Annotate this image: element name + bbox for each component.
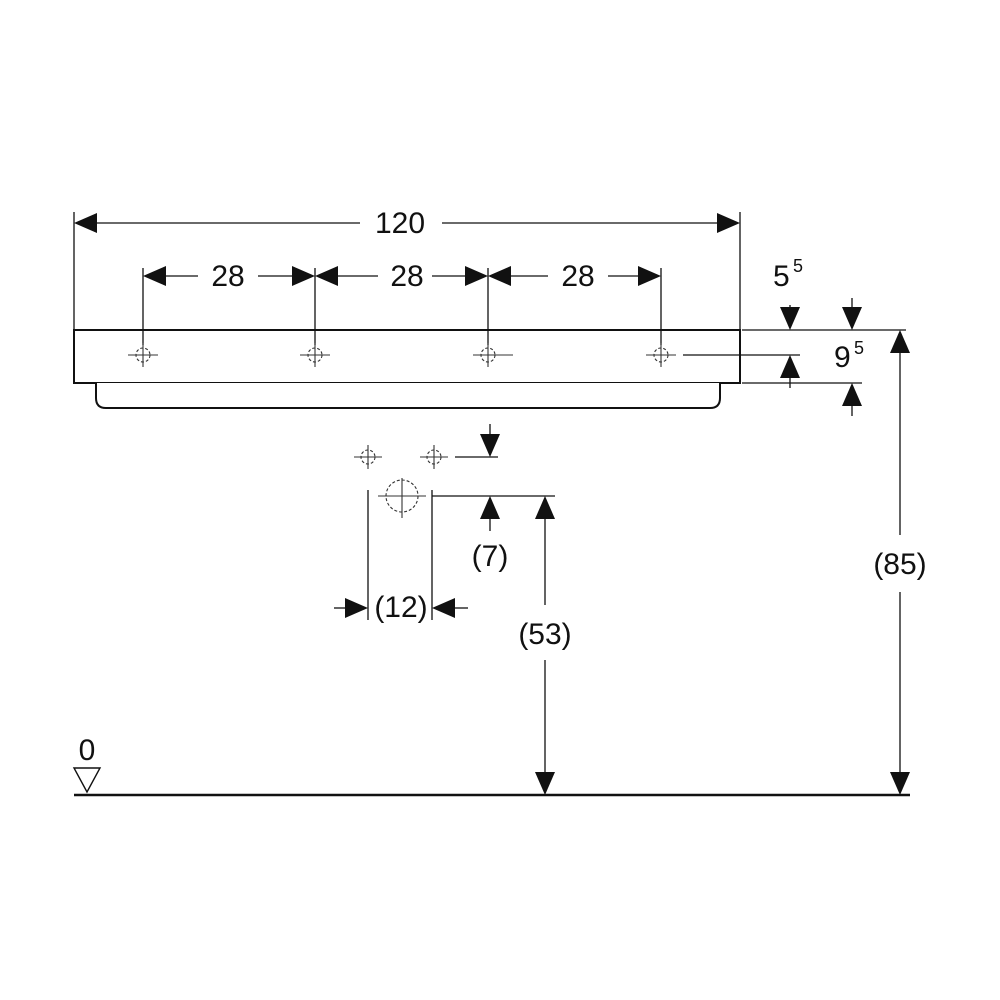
outlet-offset-label: (7) xyxy=(472,540,509,573)
floor-marker-triangle-icon xyxy=(72,767,102,794)
dimension-outlet-spacing: (12) xyxy=(334,591,468,624)
hole-spacing-label: 28 xyxy=(561,260,594,293)
front-height-base: 9 xyxy=(834,341,851,374)
tap-hole-markers xyxy=(128,343,676,367)
hole-spacing-label: 28 xyxy=(211,260,244,293)
tap-hole-marker xyxy=(300,343,330,367)
outlet-spacing-label: (12) xyxy=(374,591,427,624)
waste-outlet-markers xyxy=(354,445,448,518)
outlet-marker xyxy=(420,445,448,469)
rim-height-label: (85) xyxy=(873,548,926,581)
front-height-sup: 5 xyxy=(854,338,864,358)
tap-hole-marker xyxy=(646,343,676,367)
top-thickness-base: 5 xyxy=(773,260,790,293)
dimension-outlet-height: (53) xyxy=(518,496,572,795)
floor-reference: 0 xyxy=(72,734,910,797)
dimension-hole-spacing: 28 28 28 xyxy=(143,260,661,293)
outlet-height-label: (53) xyxy=(518,618,571,651)
hole-spacing-label: 28 xyxy=(390,260,423,293)
dimension-overall-width: 120 xyxy=(74,207,740,240)
dimension-outlet-offset: (7) xyxy=(472,424,509,573)
tap-hole-marker xyxy=(128,343,158,367)
front-height-label: 9 xyxy=(834,341,851,374)
floor-reference-label: 0 xyxy=(79,734,96,767)
overall-width-label: 120 xyxy=(375,207,425,240)
outlet-marker-large xyxy=(378,478,426,518)
dimension-top-thickness: 5 5 xyxy=(773,256,862,330)
dimension-front-height: 9 5 xyxy=(780,338,864,416)
outlet-marker xyxy=(354,445,382,469)
top-thickness-sup: 5 xyxy=(793,256,803,276)
tap-hole-marker xyxy=(473,343,513,367)
extension-lines xyxy=(73,212,906,620)
washbasin-outline xyxy=(73,329,741,409)
dimension-rim-height: (85) xyxy=(873,330,927,795)
top-thickness-label: 5 xyxy=(773,260,790,293)
